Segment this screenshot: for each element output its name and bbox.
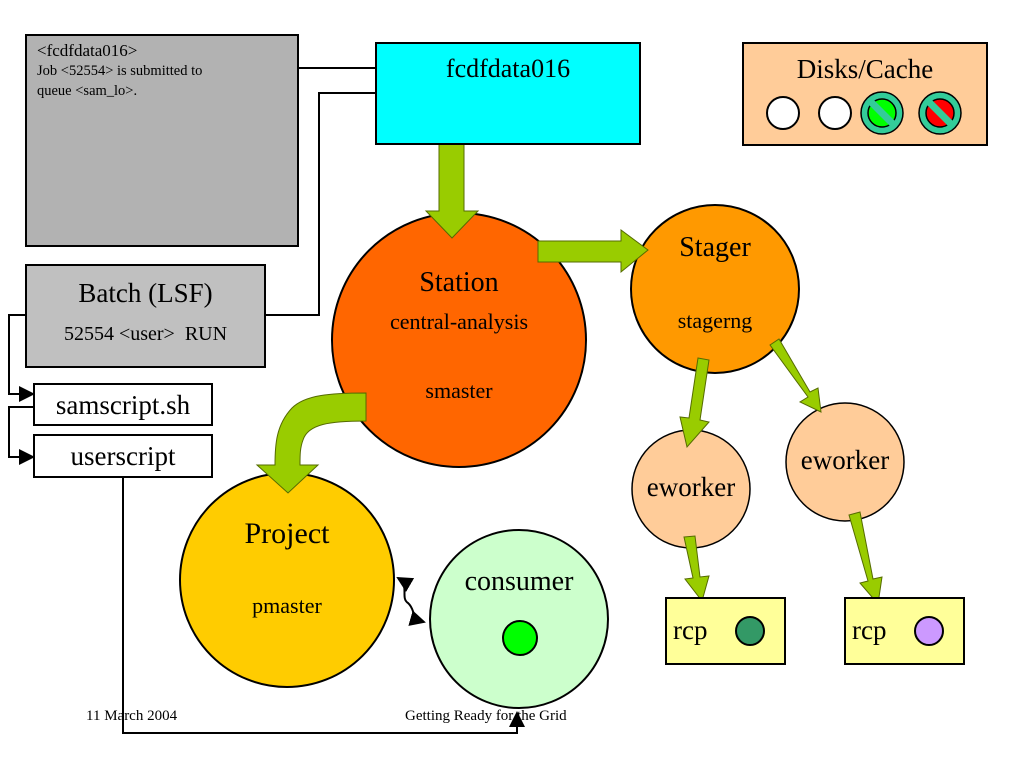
- rcp-box-1[interactable]: rcp: [665, 597, 786, 665]
- consumer-status-dot: [502, 620, 538, 656]
- log-line-job: Job <52554> is submitted to: [37, 63, 203, 79]
- footer-title: Getting Ready for the Grid: [405, 708, 567, 724]
- rcp-1-status-dot: [735, 616, 765, 646]
- log-line-queue: queue <sam_lo>.: [37, 83, 138, 99]
- batch-status: 52554 <user> RUN: [63, 323, 228, 345]
- disk-empty-icon[interactable]: [766, 96, 800, 130]
- consumer-node[interactable]: [429, 529, 609, 709]
- disk-blocked-green-icon[interactable]: [860, 91, 904, 135]
- samscript-box[interactable]: samscript.sh: [33, 383, 213, 426]
- batch-lsf-box[interactable]: Batch (LSF) 52554 <user> RUN: [25, 264, 266, 368]
- project-process: pmaster: [252, 593, 322, 618]
- samscript-label: samscript.sh: [55, 390, 191, 420]
- disks-cache-panel: Disks/Cache: [742, 42, 988, 146]
- rcp-1-label: rcp: [673, 615, 708, 645]
- connector-batch-to-samscript: [8, 314, 35, 402]
- log-line-host: <fcdfdata016>: [37, 41, 138, 60]
- stager-title: Stager: [679, 232, 751, 263]
- disk-icons: [766, 91, 962, 135]
- host-box[interactable]: fcdfdata016: [375, 42, 641, 145]
- eworker-1-label: eworker: [646, 472, 736, 502]
- stager-node[interactable]: [630, 204, 800, 374]
- arrow-stager-to-eworker-2: [769, 338, 822, 413]
- footer-date: 11 March 2004: [86, 708, 178, 724]
- rcp-2-label: rcp: [852, 615, 887, 645]
- disk-empty-icon[interactable]: [818, 96, 852, 130]
- connector-userscript-to-consumer: [122, 477, 525, 734]
- rcp-box-2[interactable]: rcp: [844, 597, 965, 665]
- eworker-2-label: eworker: [800, 445, 890, 475]
- arrow-station-to-stager: [537, 229, 649, 274]
- arrow-station-to-project: [255, 392, 367, 494]
- disks-title: Disks/Cache: [796, 54, 934, 84]
- rcp-2-status-dot: [914, 616, 944, 646]
- host-title: fcdfdata016: [445, 54, 571, 83]
- connector-samscript-to-userscript: [8, 406, 35, 465]
- station-title: Station: [419, 267, 499, 298]
- project-title: Project: [244, 517, 330, 550]
- eworker-node-2[interactable]: [785, 402, 905, 522]
- consumer-title: consumer: [464, 566, 574, 597]
- station-process: smaster: [425, 378, 493, 403]
- arrow-stager-to-eworker-1: [679, 357, 710, 449]
- connector-batch-to-host: [265, 92, 376, 316]
- batch-title: Batch (LSF): [78, 278, 213, 308]
- arrow-eworker-1-to-rcp-1: [683, 535, 710, 603]
- connector-project-consumer: [396, 576, 426, 626]
- project-node[interactable]: [179, 472, 395, 688]
- disk-blocked-red-icon[interactable]: [918, 91, 962, 135]
- station-name: central-analysis: [389, 309, 529, 334]
- arrow-eworker-2-to-rcp-2: [848, 511, 883, 606]
- job-log-box: <fcdfdata016> Job <52554> is submitted t…: [25, 34, 299, 247]
- userscript-box[interactable]: userscript: [33, 434, 213, 478]
- userscript-label: userscript: [70, 441, 176, 471]
- stager-process: stagerng: [677, 308, 753, 333]
